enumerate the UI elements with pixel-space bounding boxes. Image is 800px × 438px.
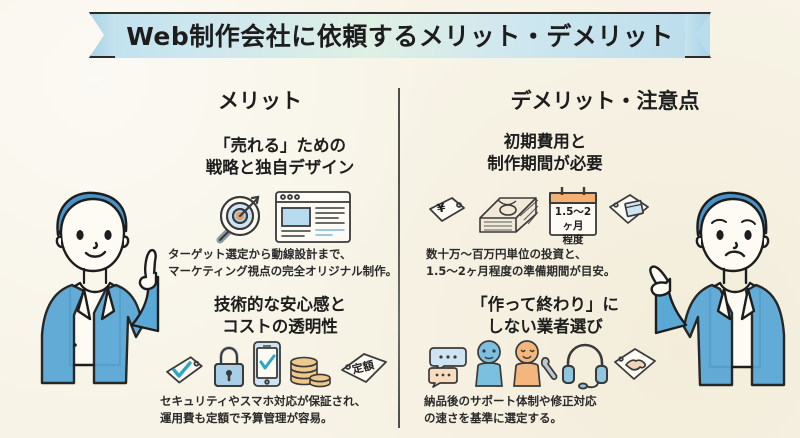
padlock-icon xyxy=(212,346,246,388)
calendar-tag-icon xyxy=(608,193,650,231)
merit-block-2-title: 技術的な安心感と コストの透明性 xyxy=(200,291,360,342)
demerit-block-1-caption-line2: 1.5〜2ヶ月程度の準備期間が目安。 xyxy=(426,264,616,279)
merit-block-1-title-line2: 戦略と独自デザイン xyxy=(205,158,355,178)
merit-block-2-caption-line2: 運用費も定額で予算管理が容易。 xyxy=(160,411,333,426)
smartphone-check-icon xyxy=(252,340,282,388)
demerit-block-1-caption-line1: 数十万〜百万円単位の投資と、 xyxy=(426,247,587,261)
yen-tag-icon: ¥ xyxy=(428,195,468,229)
merit-block-1-caption: ターゲット選定から動線設計まで、 マーケティング視点の完全オリジナル制作。 xyxy=(168,246,408,281)
demerit-block-2: 「作って終わり」に しない業者選び xyxy=(420,291,670,342)
column-divider xyxy=(398,88,400,428)
calendar-icon: 1.5〜2ヶ月 程度 xyxy=(546,185,602,246)
demerit-block-1: 初期費用と 制作期間が必要 xyxy=(420,128,670,179)
merit-block-1: 「売れる」ための 戦略と独自デザイン xyxy=(158,132,402,183)
person-blue-icon xyxy=(472,340,506,388)
demerit-block-2-title: 「作って終わり」に しない業者選び xyxy=(457,291,633,342)
merit-block-2-title-line2: コストの透明性 xyxy=(222,317,338,337)
character-right-openpalm xyxy=(649,185,797,420)
page-title: Web制作会社に依頼するメリット・デメリット xyxy=(126,22,674,51)
demerit-block-2-title-line2: しない業者選び xyxy=(487,317,603,337)
calendar-duration-line2: 程度 xyxy=(562,234,584,247)
demerit-header-label: デメリット・注意点 xyxy=(494,82,716,118)
demerit-block-1-caption: 数十万〜百万円単位の投資と、 1.5〜2ヶ月程度の準備期間が目安。 xyxy=(426,246,676,281)
merit-block-2-title-line1: 技術的な安心感と xyxy=(214,295,346,314)
merit-block-1-caption-line2: マーケティング視点の完全オリジナル制作。 xyxy=(168,264,398,279)
demerit-block-2-icons xyxy=(418,340,668,390)
merit-header-label: メリット xyxy=(202,82,318,118)
demerit-block-1-title-line2: 制作期間が必要 xyxy=(487,154,603,174)
merit-block-2: 技術的な安心感と コストの透明性 xyxy=(158,291,402,342)
calendar-duration: 1.5〜2ヶ月 程度 xyxy=(550,205,596,248)
merit-block-2-caption-line1: セキュリティやスマホ対応が保証され、 xyxy=(160,394,367,408)
target-magnifier-icon xyxy=(208,192,264,244)
headset-icon xyxy=(562,342,608,390)
demerit-block-1-title: 初期費用と 制作期間が必要 xyxy=(473,128,617,179)
demerit-block-2-caption-line2: の速さを基準に選定する。 xyxy=(424,411,562,426)
coin-stack-icon xyxy=(288,344,332,388)
speech-bubbles-icon xyxy=(428,344,468,388)
flat-rate-tag-icon: 定額 xyxy=(338,350,390,388)
column-header-demerit: デメリット・注意点 xyxy=(470,84,740,116)
merit-block-1-title: 「売れる」ための 戦略と独自デザイン xyxy=(191,132,369,183)
browser-window-icon xyxy=(274,190,352,244)
demerit-block-2-title-line1: 「作って終わり」に xyxy=(471,295,619,314)
character-left-pointing xyxy=(28,185,160,420)
demerit-block-1-title-line1: 初期費用と xyxy=(503,132,587,151)
demerit-block-2-caption-line1: 納品後のサポート体制や修正対応 xyxy=(424,394,597,408)
demerit-block-2-caption: 納品後のサポート体制や修正対応 の速さを基準に選定する。 xyxy=(424,393,674,428)
merit-block-1-caption-line1: ターゲット選定から動線設計まで、 xyxy=(168,247,352,261)
title-ribbon: Web制作会社に依頼するメリット・デメリット xyxy=(89,12,711,58)
column-header-merit: メリット xyxy=(140,84,380,116)
person-orange-wrench-icon xyxy=(510,340,558,388)
check-tag-icon xyxy=(164,354,206,388)
calendar-duration-line1: 1.5〜2ヶ月 xyxy=(554,206,592,233)
merit-block-1-title-line1: 「売れる」ための xyxy=(214,136,346,155)
merit-block-2-icons: 定額 xyxy=(152,340,402,388)
demerit-block-1-icons: ¥ xyxy=(414,185,664,246)
cash-bundle-icon xyxy=(474,188,540,236)
merit-block-1-icons xyxy=(170,190,390,244)
handshake-tag-icon xyxy=(612,346,658,388)
merit-block-2-caption: セキュリティやスマホ対応が保証され、 運用費も定額で予算管理が容易。 xyxy=(160,393,404,428)
ribbon-band xyxy=(90,12,710,58)
